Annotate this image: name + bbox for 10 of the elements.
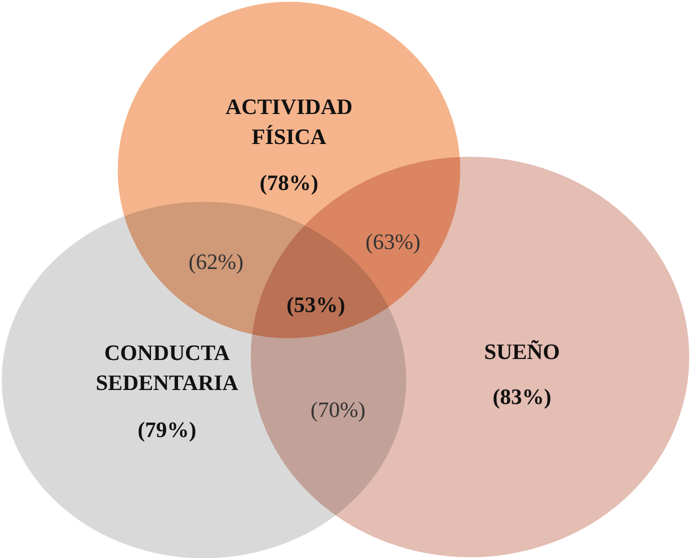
set-percentage: (79%) [136,416,198,444]
overlap-percentage: (62%) [188,249,244,275]
set-title: ACTIVIDAD FÍSICA [224,93,354,151]
set-percentage: (78%) [258,169,320,197]
overlap-percentage: (63%) [366,229,420,255]
set-percentage: (83%) [492,383,552,411]
overlap-percentage: (53%) [286,292,346,318]
set-title: CONDUCTA SEDENTARIA [94,339,240,397]
overlap-percentage: (70%) [310,397,366,423]
set-title: SUEÑO [483,338,561,366]
